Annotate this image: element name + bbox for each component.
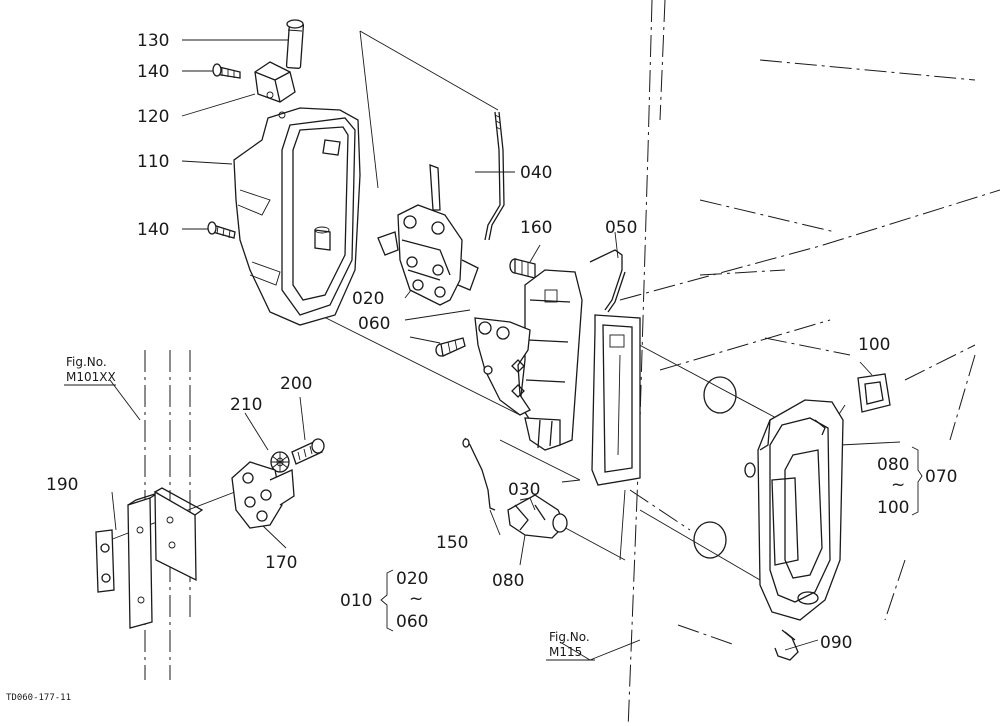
part-labels: 130 140 120 110 140 040 160 050 020 060 … <box>46 31 957 653</box>
bolt-160-shape <box>509 258 536 279</box>
label-100: 100 <box>858 335 890 355</box>
label-140-top: 140 <box>137 62 169 82</box>
label-210: 210 <box>230 395 262 415</box>
range-010-label: 010 <box>340 591 372 611</box>
range-010-group: 010 020 ~ 060 <box>340 569 428 632</box>
label-120: 120 <box>137 107 169 127</box>
label-070: 070 <box>925 467 957 487</box>
bolt-130-shape <box>285 19 305 69</box>
rod-040-shape <box>484 111 505 241</box>
bolt-200-shape <box>291 438 325 465</box>
clip-090-shape <box>774 629 799 661</box>
label-170: 170 <box>265 553 297 573</box>
label-050: 050 <box>605 218 637 238</box>
label-110: 110 <box>137 152 169 172</box>
label-040: 040 <box>520 163 552 183</box>
range-010-bracket <box>380 569 394 632</box>
plate-030-shape <box>474 269 641 486</box>
screw-140-top-shape <box>212 63 241 79</box>
bracket-170-shape <box>231 461 295 529</box>
spring-150-shape <box>462 437 496 511</box>
label-200: 200 <box>280 374 312 394</box>
outer-handle-shape <box>693 376 844 621</box>
label-090: 090 <box>820 633 852 653</box>
label-140-lower: 140 <box>137 220 169 240</box>
cap-120-shape <box>254 61 296 103</box>
range-010-from: 020 <box>396 569 428 589</box>
range-010-tilde: ~ <box>409 589 423 609</box>
cylinder-080-shape <box>507 494 568 539</box>
range-070-bracket <box>911 446 923 516</box>
range-070-from: 080 <box>877 455 909 475</box>
label-030: 030 <box>508 480 540 500</box>
screw-060-shape <box>435 337 466 357</box>
fig-ref-m101-line2: M101XX <box>66 370 116 384</box>
washer-210-shape <box>270 451 290 473</box>
range-070-tilde: ~ <box>891 475 905 495</box>
label-080: 080 <box>492 571 524 591</box>
fig-ref-m115-line2: M115 <box>549 645 582 659</box>
label-020: 020 <box>352 289 384 309</box>
range-070-group: 080 ~ 100 <box>877 446 923 518</box>
label-190: 190 <box>46 475 78 495</box>
housing-110-shape <box>233 107 361 326</box>
fig-ref-m101-line1: Fig.No. <box>66 355 107 369</box>
range-010-to: 060 <box>396 612 428 632</box>
label-060: 060 <box>358 314 390 334</box>
fig-ref-m115-line1: Fig.No. <box>549 630 590 644</box>
fig-ref-m115: Fig.No. M115 <box>546 630 595 661</box>
label-160: 160 <box>520 218 552 238</box>
latch-020-shape <box>377 164 479 306</box>
gasket-100-shape <box>857 373 891 413</box>
door-outline-lines <box>144 0 1000 726</box>
label-130: 130 <box>137 31 169 51</box>
label-150: 150 <box>436 533 468 553</box>
range-070-to: 100 <box>877 498 909 518</box>
spring-050-shape <box>589 249 626 313</box>
drawing-code: TD060-177-11 <box>6 693 71 703</box>
screw-140-lower-shape <box>207 221 236 239</box>
plate-190-shape <box>95 487 204 629</box>
fig-ref-m101: Fig.No. M101XX <box>64 355 116 386</box>
